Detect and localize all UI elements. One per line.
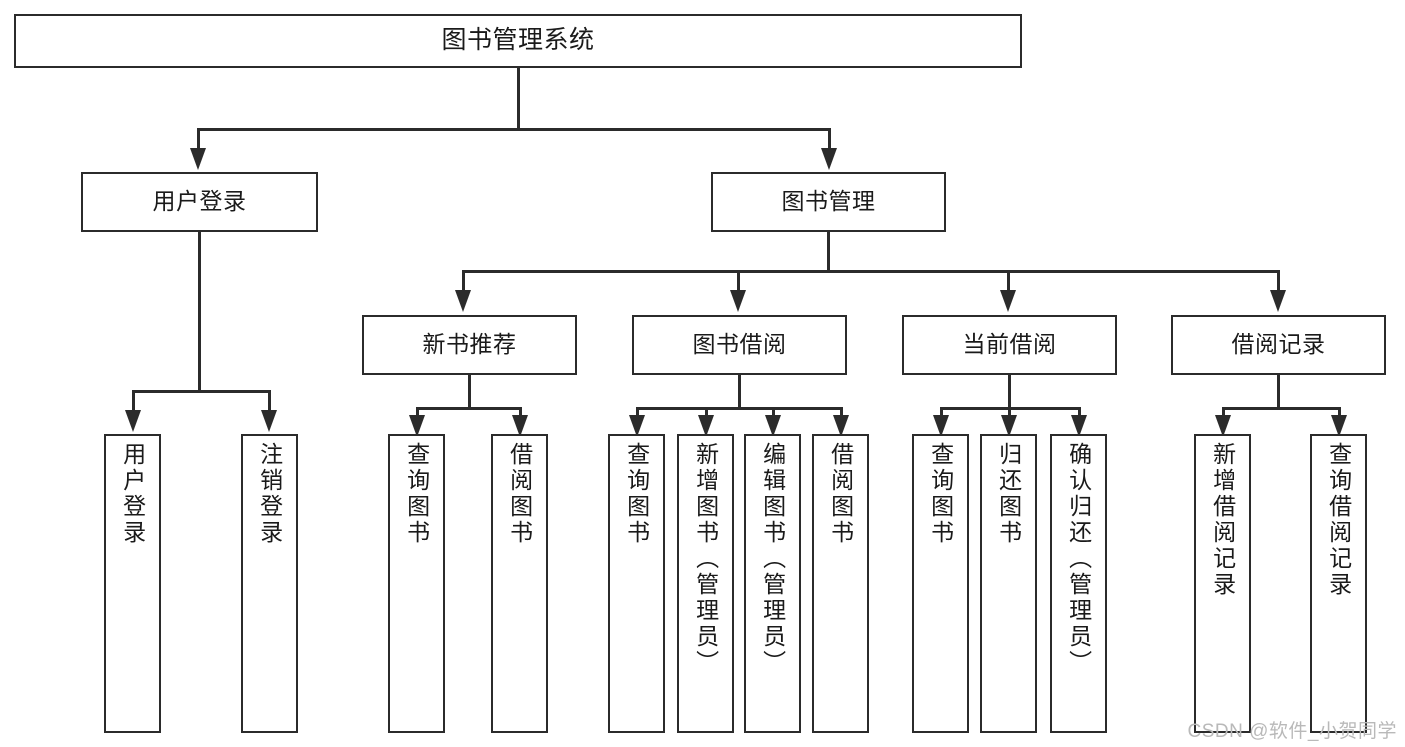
arrowhead-query-book-2 [629, 415, 645, 437]
arrowhead-add-borrow-record [1215, 415, 1231, 437]
node-label: 查询图书 [927, 442, 954, 546]
leaf-add-book-admin[interactable]: 新增图书（管理员） [677, 434, 734, 733]
arrowhead-query-borrow-record [1331, 415, 1347, 437]
leaf-borrow-book-new-recommend[interactable]: 借阅图书 [491, 434, 548, 733]
arrowhead-leaf-user-login [125, 410, 141, 432]
connector-drop-leaf-user-login [132, 390, 135, 412]
arrowhead-borrow-book-1 [512, 415, 528, 437]
connector-user-login-bus [132, 390, 270, 393]
connector-drop-confirm-return-admin [1078, 407, 1081, 421]
connector-drop-new-book-recommend [462, 270, 465, 292]
connector-root-stem [517, 68, 520, 130]
node-current-borrow[interactable]: 当前借阅 [902, 315, 1117, 375]
watermark-text: CSDN @软件_小贺同学 [1187, 721, 1397, 742]
connector-drop-borrow-record [1277, 270, 1280, 292]
node-label: 新书推荐 [422, 331, 517, 358]
arrowhead-query-book-1 [409, 415, 425, 437]
connector-drop-query-borrow-record [1338, 407, 1341, 421]
connector-drop-query-book-1 [416, 407, 419, 421]
connector-drop-user-login [197, 128, 200, 150]
arrowhead-borrow-record [1270, 290, 1286, 312]
node-label: 图书管理系统 [441, 26, 595, 55]
connector-new-book-recommend-stem [468, 375, 471, 409]
node-label: 新增借阅记录 [1209, 442, 1236, 598]
node-book-borrow[interactable]: 图书借阅 [632, 315, 847, 375]
leaf-query-borrow-record[interactable]: 查询借阅记录 [1310, 434, 1367, 733]
node-user-login[interactable]: 用户登录 [81, 172, 318, 232]
connector-drop-return-book [1008, 407, 1011, 421]
node-label: 图书借阅 [692, 331, 787, 358]
arrowhead-edit-book-admin [765, 415, 781, 437]
arrowhead-add-book-admin [698, 415, 714, 437]
connector-new-book-recommend-bus [416, 407, 521, 410]
arrowhead-book-borrow [730, 290, 746, 312]
arrowhead-query-book-3 [933, 415, 949, 437]
connector-drop-query-book-3 [940, 407, 943, 421]
node-label: 编辑图书（管理员） [759, 442, 786, 676]
leaf-add-borrow-record[interactable]: 新增借阅记录 [1194, 434, 1251, 733]
connector-user-login-stem [198, 232, 201, 392]
connector-drop-book-borrow [737, 270, 740, 292]
leaf-query-book-current[interactable]: 查询图书 [912, 434, 969, 733]
leaf-query-book-borrow[interactable]: 查询图书 [608, 434, 665, 733]
arrowhead-current-borrow [1000, 290, 1016, 312]
node-label: 新增图书（管理员） [692, 442, 719, 676]
node-label: 查询借阅记录 [1325, 442, 1352, 598]
node-label: 借阅图书 [506, 442, 533, 546]
node-borrow-record[interactable]: 借阅记录 [1171, 315, 1386, 375]
arrowhead-return-book [1001, 415, 1017, 437]
node-label: 注销登录 [256, 442, 283, 546]
node-label: 归还图书 [995, 442, 1022, 546]
connector-drop-query-book-2 [636, 407, 639, 421]
node-root-system[interactable]: 图书管理系统 [14, 14, 1022, 68]
node-book-management[interactable]: 图书管理 [711, 172, 946, 232]
arrowhead-borrow-book-2 [833, 415, 849, 437]
connector-drop-add-borrow-record [1222, 407, 1225, 421]
node-label: 借阅图书 [827, 442, 854, 546]
arrowhead-confirm-return-admin [1071, 415, 1087, 437]
arrowhead-user-login [190, 148, 206, 170]
connector-drop-borrow-book-2 [840, 407, 843, 421]
connector-drop-add-book-admin [705, 407, 708, 421]
leaf-borrow-book-borrow[interactable]: 借阅图书 [812, 434, 869, 733]
leaf-query-book-new-recommend[interactable]: 查询图书 [388, 434, 445, 733]
node-label: 当前借阅 [962, 331, 1057, 358]
leaf-edit-book-admin[interactable]: 编辑图书（管理员） [744, 434, 801, 733]
connector-drop-leaf-logout [268, 390, 271, 412]
node-new-book-recommend[interactable]: 新书推荐 [362, 315, 577, 375]
node-label: 图书管理 [781, 188, 876, 215]
leaf-return-book[interactable]: 归还图书 [980, 434, 1037, 733]
node-label: 确认归还（管理员） [1065, 442, 1092, 676]
connector-borrow-record-stem [1277, 375, 1280, 409]
connector-book-management-stem [827, 232, 830, 272]
node-label: 借阅记录 [1231, 331, 1326, 358]
connector-borrow-record-bus [1222, 407, 1340, 410]
leaf-confirm-return-admin[interactable]: 确认归还（管理员） [1050, 434, 1107, 733]
node-label: 用户登录 [119, 442, 146, 546]
connector-book-borrow-bus [636, 407, 842, 410]
connector-drop-edit-book-admin [772, 407, 775, 421]
leaf-logout-login[interactable]: 注销登录 [241, 434, 298, 733]
node-label: 查询图书 [403, 442, 430, 546]
node-label: 用户登录 [152, 188, 247, 215]
connector-drop-current-borrow [1007, 270, 1010, 292]
node-label: 查询图书 [623, 442, 650, 546]
connector-level2-bus [197, 128, 831, 131]
leaf-user-login[interactable]: 用户登录 [104, 434, 161, 733]
connector-level3-bus [462, 270, 1280, 273]
connector-drop-book-management [828, 128, 831, 150]
arrowhead-new-book-recommend [455, 290, 471, 312]
arrowhead-leaf-logout [261, 410, 277, 432]
connector-current-borrow-stem [1008, 375, 1011, 409]
arrowhead-book-management [821, 148, 837, 170]
connector-drop-borrow-book-1 [519, 407, 522, 421]
connector-book-borrow-stem [738, 375, 741, 409]
